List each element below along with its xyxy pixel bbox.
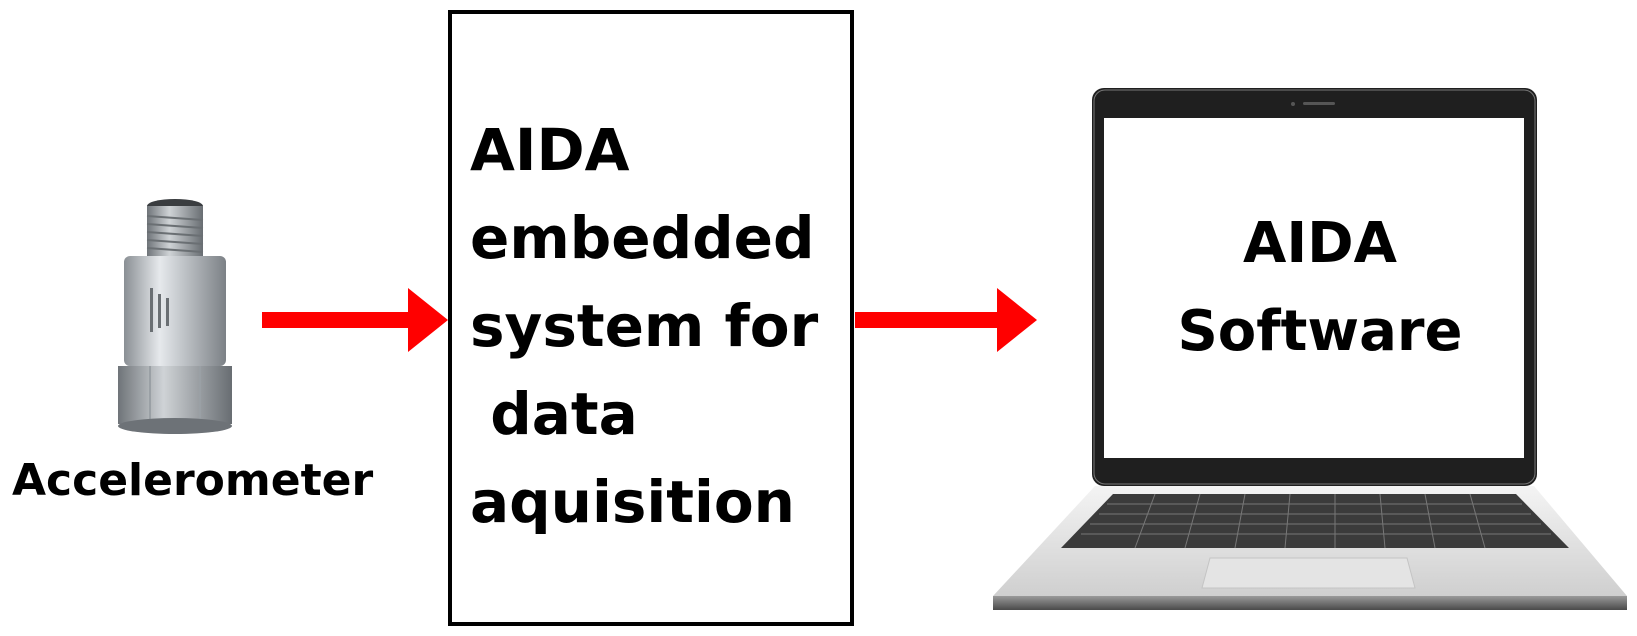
arrow-sensor-to-embedded — [262, 288, 448, 352]
embedded-system-label: AIDA embedded system for data aquisition — [470, 116, 819, 536]
embedded-system-block: AIDA embedded system for data aquisition — [448, 10, 854, 626]
software-label: AIDA Software — [1090, 200, 1550, 376]
arrow-embedded-to-software — [855, 288, 1037, 352]
accelerometer-icon — [118, 199, 232, 434]
accelerometer-label: Accelerometer — [12, 455, 374, 506]
software-label-line-2: Software — [1177, 299, 1463, 364]
software-label-line-1: AIDA — [1243, 211, 1397, 276]
laptop-icon — [993, 88, 1627, 610]
